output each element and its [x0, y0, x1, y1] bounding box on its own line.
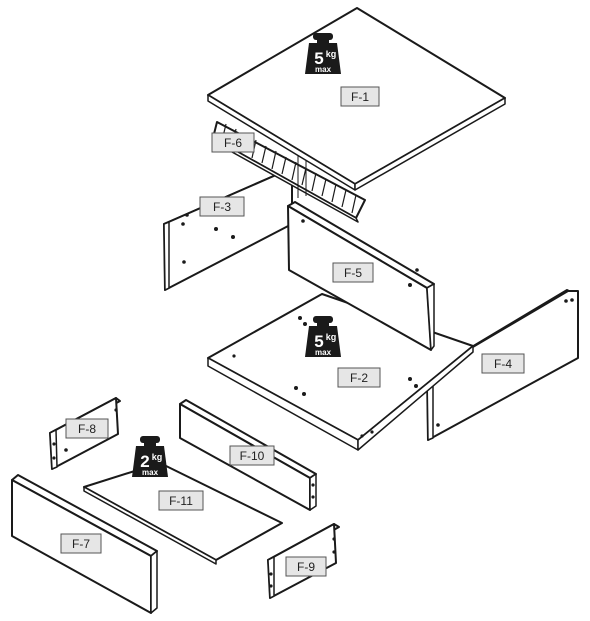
svg-text:F-3: F-3: [213, 200, 231, 214]
svg-text:F-10: F-10: [240, 449, 265, 463]
svg-text:F-6: F-6: [224, 136, 242, 150]
weight-note: max: [315, 348, 332, 357]
svg-text:F-7: F-7: [72, 537, 90, 551]
label-f9: F-9: [285, 556, 327, 577]
svg-text:F-2: F-2: [350, 371, 368, 385]
label-f11: F-11: [158, 490, 204, 511]
weight-value: 5: [314, 332, 323, 351]
weight-icon-f11: 2 kg max: [132, 436, 168, 477]
weight-value: 5: [314, 49, 323, 68]
svg-text:F-9: F-9: [297, 560, 315, 574]
weight-note: max: [142, 468, 159, 477]
svg-text:F-4: F-4: [494, 357, 512, 371]
weight-icon-f1: 5 kg max: [305, 33, 341, 74]
weight-unit: kg: [152, 452, 163, 462]
label-f2: F-2: [337, 367, 381, 388]
svg-text:F-11: F-11: [169, 494, 193, 508]
label-f4: F-4: [481, 353, 525, 374]
label-f1: F-1: [340, 86, 380, 107]
part-f3-panel: [163, 167, 297, 291]
label-f6: F-6: [211, 132, 255, 153]
weight-unit: kg: [326, 332, 337, 342]
label-f10: F-10: [229, 445, 275, 466]
weight-unit: kg: [326, 49, 337, 59]
svg-text:F-1: F-1: [351, 90, 369, 104]
weight-value: 2: [140, 452, 149, 471]
weight-note: max: [315, 65, 332, 74]
label-f8: F-8: [65, 418, 109, 439]
svg-text:F-8: F-8: [78, 422, 96, 436]
weight-icon-f2: 5 kg max: [305, 316, 341, 357]
label-f7: F-7: [60, 533, 102, 554]
label-f3: F-3: [199, 196, 245, 217]
svg-text:F-5: F-5: [344, 266, 362, 280]
label-f5: F-5: [332, 262, 374, 283]
